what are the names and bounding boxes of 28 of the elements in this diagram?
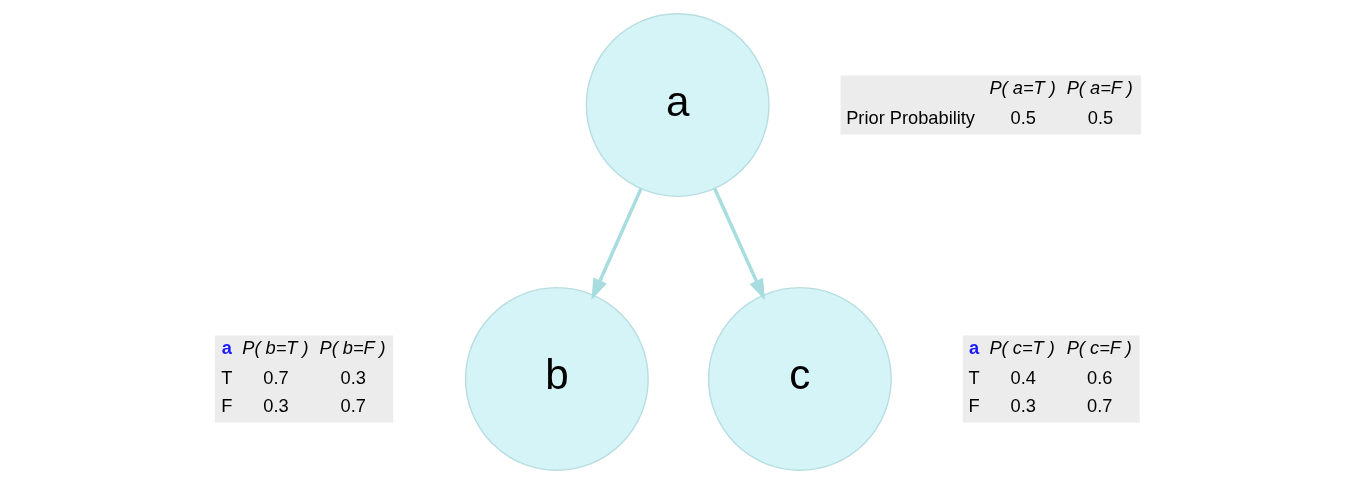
node-circle: c [707,286,892,471]
node-label: 0.7 [262,366,289,388]
node-label: a [221,337,232,359]
node-label: F [220,394,232,416]
node-label: P( a=T ) [988,77,1056,99]
node-label: 0.3 [262,394,289,416]
node-circle: a [585,13,770,198]
node-label: P( c=T ) [988,337,1055,359]
node-label: P( b=F ) [318,337,386,359]
arrow [590,188,643,300]
node-label: 0.5 [1010,106,1036,128]
node-label: Prior Probability [845,106,975,128]
node-label: 0.6 [1086,366,1112,388]
node-label: T [220,366,232,388]
node-label: 0.7 [340,394,366,416]
node-label: 0.4 [1010,366,1036,388]
node-label: P( b=T ) [241,337,309,359]
node-label: P( c=F ) [1066,337,1132,359]
node-label: 0.3 [340,366,366,388]
node-label: 0.3 [1010,394,1036,416]
node-label: 0.7 [1086,394,1112,416]
node-label: F [967,394,980,416]
node-label: a [968,337,979,359]
node-circle: b [464,286,649,471]
node-label: 0.5 [1087,106,1113,128]
arrow [712,187,765,301]
node-label: T [967,366,980,388]
node-label: P( a=F ) [1066,77,1133,99]
